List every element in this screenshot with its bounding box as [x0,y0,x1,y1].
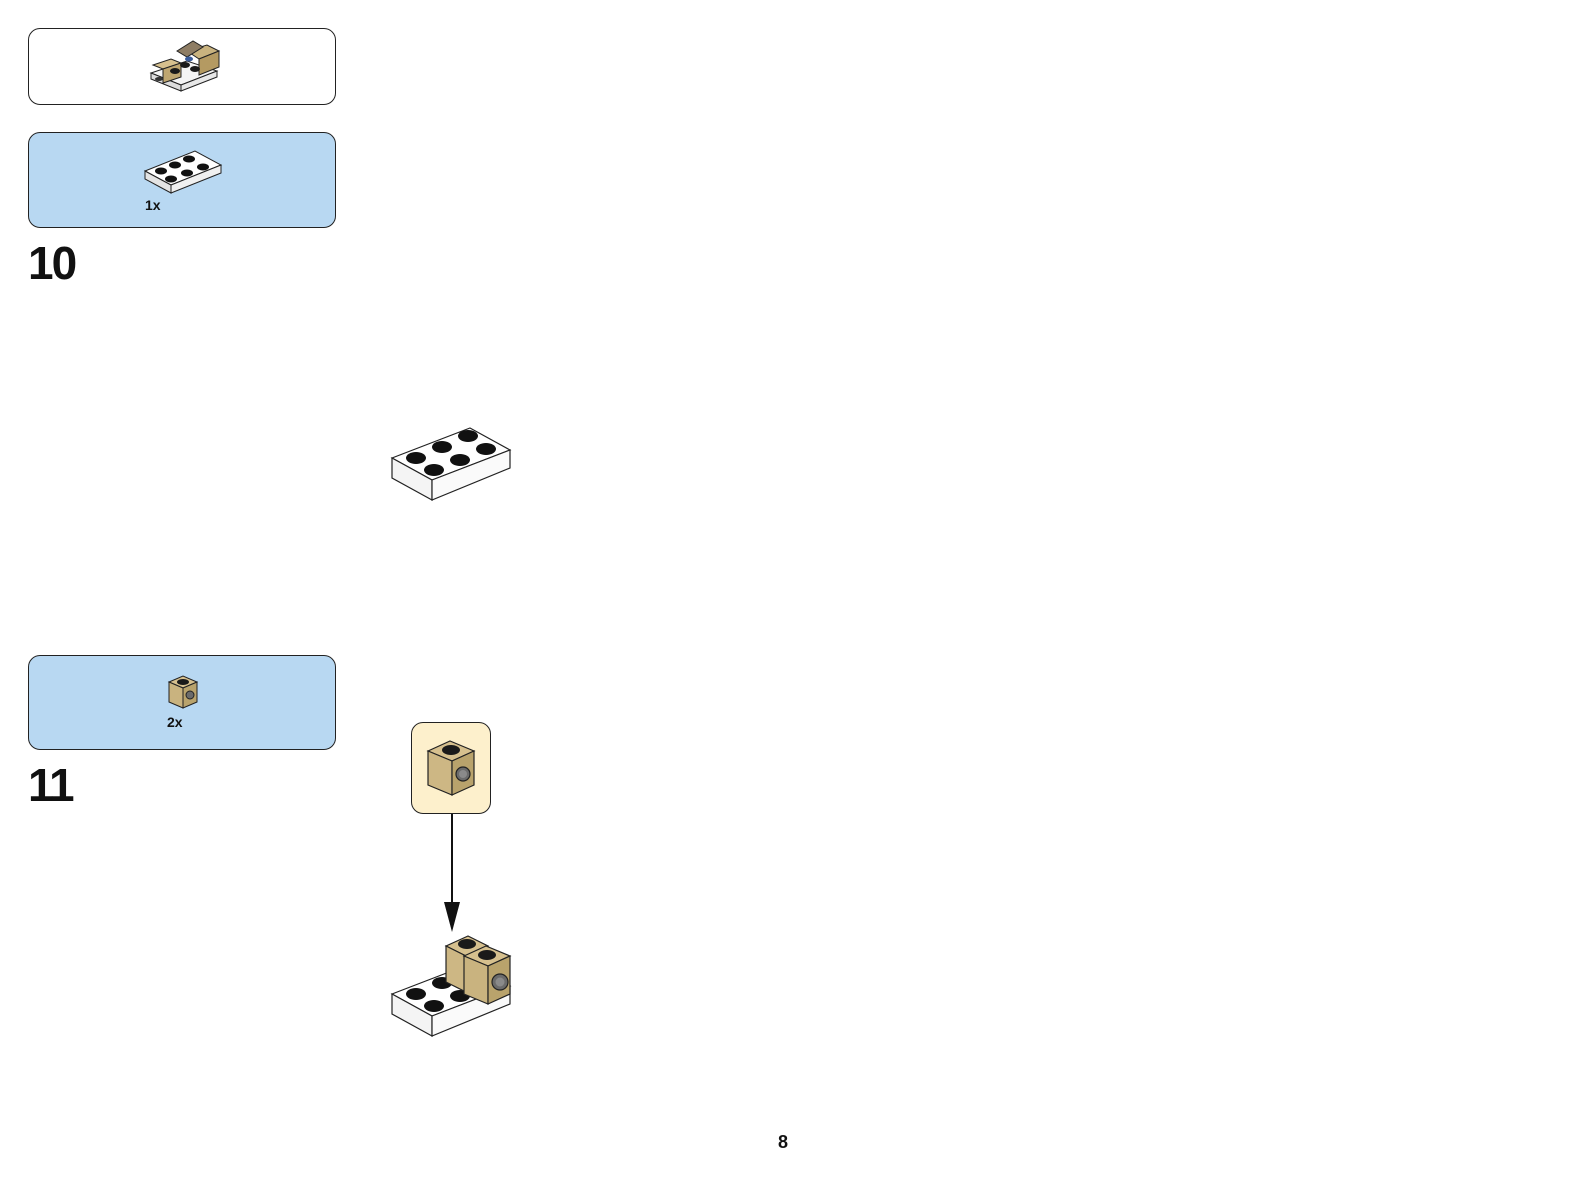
step-10-parts-panel: 1x [28,132,336,228]
part-callout [411,722,491,814]
tan-1x1-brick-with-side-stud-icon [167,675,199,709]
placement-arrow [444,814,460,932]
tan-1x1-brick-with-side-stud-icon [426,740,476,796]
part-quantity: 2x [167,714,183,730]
part-quantity: 1x [145,197,161,213]
model-overview-box [28,28,336,105]
step-11-parts-panel: 2x [28,655,336,750]
step-11-assembly [390,935,512,1038]
partial-model-icon [149,40,221,92]
step-number: 10 [28,237,77,289]
step-number: 11 [28,759,75,811]
page-number: 8 [778,1132,789,1152]
white-2x3-plate-icon [143,150,223,194]
white-2x3-plate-assembly [390,427,512,502]
